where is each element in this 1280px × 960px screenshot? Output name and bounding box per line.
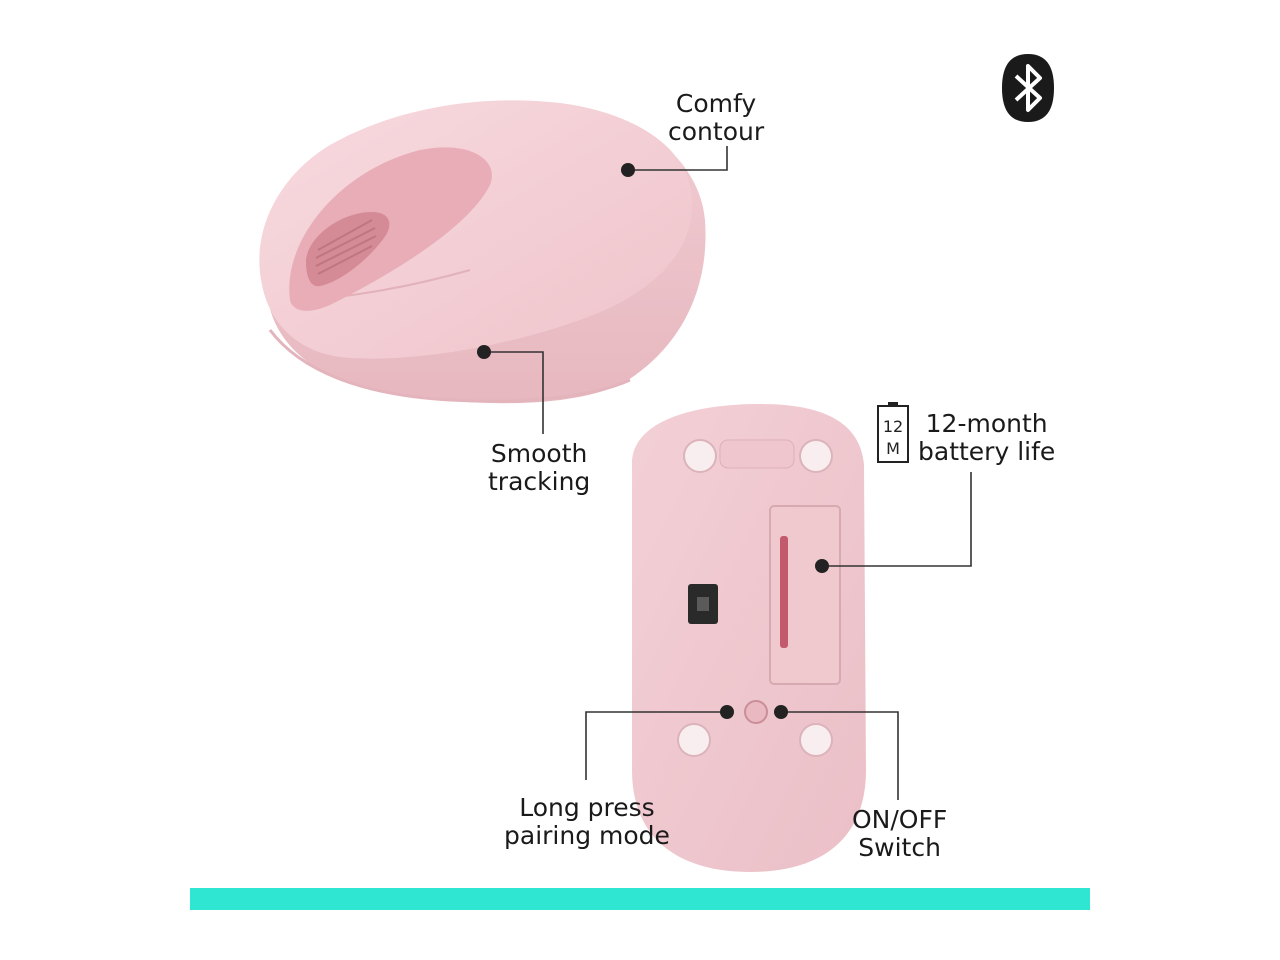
mouse-lower-rim (268, 329, 631, 403)
mouse-shell-top (259, 100, 693, 359)
callout-line: Long press (519, 793, 655, 822)
callout-line: ON/OFF (852, 805, 948, 834)
mouse-bottom-view (632, 404, 866, 872)
battery-slot (780, 536, 788, 648)
glide-foot (799, 439, 833, 473)
glide-foot (677, 723, 711, 757)
callout-onoff-switch: ON/OFF Switch (852, 806, 947, 862)
accent-bar (190, 888, 1090, 910)
glide-foot (683, 439, 717, 473)
callout-line: Smooth (490, 439, 588, 468)
mouse-top-view (259, 100, 706, 404)
callout-line: battery life (918, 437, 1056, 466)
pairing-button[interactable] (744, 700, 768, 724)
callout-connectors (484, 146, 972, 800)
callout-line: Switch (858, 833, 941, 862)
callout-battery-life: 12-month battery life (918, 410, 1055, 466)
scroll-wheel-ridges (315, 219, 377, 275)
callout-line: pairing mode (504, 821, 670, 850)
callout-pairing-mode: Long press pairing mode (504, 794, 670, 850)
optical-sensor-lens (697, 597, 709, 611)
bluetooth-icon (1002, 54, 1054, 122)
battery-icon-number: 12 (883, 417, 903, 436)
callout-smooth-tracking: Smooth tracking (488, 440, 590, 496)
callout-line: tracking (488, 467, 591, 496)
callout-comfy-contour: Comfy contour (668, 90, 764, 146)
callout-line: Comfy (675, 89, 757, 118)
battery-icon: 12 M (877, 402, 909, 463)
callout-dots (477, 163, 829, 719)
callout-line: 12-month (925, 409, 1048, 438)
logo-plate (719, 439, 795, 469)
callout-line: contour (668, 117, 765, 146)
battery-icon-unit: M (886, 439, 900, 458)
glide-foot (799, 723, 833, 757)
